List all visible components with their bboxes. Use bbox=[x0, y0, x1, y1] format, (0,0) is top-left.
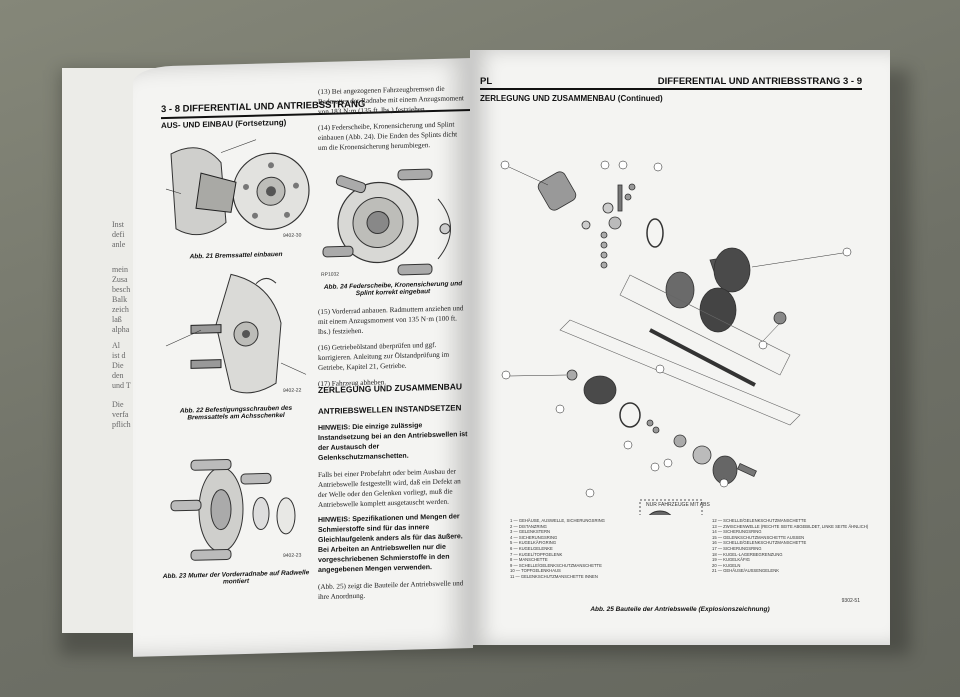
step-16: (16) Getriebeölstand überprüfen und ggf.… bbox=[318, 340, 450, 373]
figure-hub-nut bbox=[170, 458, 296, 561]
figure-caption: Abb. 21 Bremssattel einbauen bbox=[189, 250, 283, 261]
left-section-title: AUS- UND EINBAU (Fortsetzung) bbox=[161, 117, 287, 131]
note-3: HINWEIS: Spezifikationen und Mengen der … bbox=[318, 513, 463, 575]
step-14: (14) Federscheibe, Kronensicherung und S… bbox=[318, 120, 458, 153]
under-line: und T bbox=[112, 381, 131, 390]
figure-caliper-bolts bbox=[165, 273, 307, 394]
under-line: verfa bbox=[112, 410, 129, 419]
under-line: mein bbox=[112, 265, 128, 274]
legend-item: 12 — SCHELLE/GELENKSCHUTZMANSCHETTE bbox=[712, 518, 807, 523]
under-line: Zusa bbox=[112, 275, 128, 284]
note-2: Falls bei einer Probefahrt oder beim Aus… bbox=[318, 467, 461, 510]
legend-item: 10 — TOPFGELENKHAUS bbox=[510, 568, 561, 574]
figure-brake-caliper bbox=[161, 130, 311, 253]
legend-right: 12 — SCHELLE/GELENKSCHUTZMANSCHETTE 13 —… bbox=[712, 518, 882, 574]
legend-item: 21 — GEHÄUSE/AUSSENGELENK bbox=[712, 568, 780, 574]
legend-item: 6 — KUGELGELENKE bbox=[510, 545, 553, 551]
under-line: ist d bbox=[112, 351, 126, 360]
right-page-header-left: PL bbox=[480, 76, 493, 87]
figure-spring-washer bbox=[322, 168, 451, 276]
figure-caption: Abb. 24 Federscheibe, Kronensicherung un… bbox=[323, 280, 463, 298]
under-line: den bbox=[112, 371, 124, 380]
legend-item: 2 — DISTANZRING bbox=[510, 523, 547, 529]
legend-item: 5 — KUGELKÄFIGRING bbox=[510, 540, 557, 546]
under-line: Al bbox=[112, 341, 120, 350]
abs-note: NUR FAHRZEUGE MIT ABS bbox=[646, 502, 710, 508]
legend-item: 14 — SICHERUNGSRING bbox=[712, 529, 762, 535]
under-line: besch bbox=[112, 285, 131, 294]
figure-driveshaft-exploded bbox=[500, 160, 852, 515]
under-line: zeich bbox=[112, 305, 129, 314]
legend-item: 4 — SICHERUNGSRING bbox=[510, 534, 558, 540]
legend-item: 17 — SICHERUNGSRING bbox=[712, 545, 762, 551]
legend-item: 1 — GEHÄUSE, AUSWELLE, SICHERUNGSRING bbox=[510, 518, 605, 523]
legend-left: 1 — GEHÄUSE, AUSWELLE, SICHERUNGSRING 2 … bbox=[510, 518, 680, 580]
notes: HINWEIS: Die einzige zulässige Instandse… bbox=[318, 420, 468, 608]
legend-item: 8 — MANSCHETTE bbox=[510, 557, 548, 563]
legend-item: 3 — GELENKSTERN bbox=[510, 529, 551, 535]
step-15: (15) Vorderrad anbauen. Radmuttern anzie… bbox=[318, 304, 464, 337]
figure-code: 9302-51 bbox=[841, 598, 860, 604]
under-line: alpha bbox=[112, 325, 130, 334]
legend-item: 11 — GELENKSCHUTZMANSCHETTE INNEN bbox=[510, 573, 598, 579]
right-section-title: ZERLEGUNG UND ZUSAMMENBAU (Continued) bbox=[480, 94, 663, 103]
right-page-header-right: DIFFERENTIAL UND ANTRIEBSSTRANG 3 - 9 bbox=[657, 76, 862, 87]
header-rule bbox=[480, 88, 862, 90]
left-page: 3 - 8 DIFFERENTIAL UND ANTRIEBSSTRANG AU… bbox=[133, 58, 473, 657]
right-page: PL DIFFERENTIAL UND ANTRIEBSSTRANG 3 - 9… bbox=[470, 50, 890, 645]
legend-item: 13 — ZWISCHENWELLE (RECHTE SEITE ABGEBIL… bbox=[712, 523, 869, 529]
note-1: HINWEIS: Die einzige zulässige Instandse… bbox=[318, 422, 468, 463]
figure-caption: Abb. 25 Bauteile der Antriebswelle (Expl… bbox=[590, 606, 770, 613]
steps-top: (13) Bei angezogenen Fahrzeugbremsen die… bbox=[318, 83, 468, 159]
legend-item: 20 — KUGELN bbox=[712, 562, 741, 568]
sub-heading: ANTRIEBSWELLEN INSTANDSETZEN bbox=[318, 403, 462, 417]
figure-caption: Abb. 23 Mutter der Vorderradnabe auf Rad… bbox=[162, 569, 310, 586]
under-line: Inst bbox=[112, 220, 124, 229]
under-line: Balk bbox=[112, 295, 128, 304]
legend-item: 18 — KUGEL-LAGERBEGRENZUNG bbox=[712, 551, 783, 557]
under-line: anle bbox=[112, 240, 126, 249]
under-line: laß bbox=[112, 315, 122, 324]
under-line: pflich bbox=[112, 420, 131, 429]
under-line: defi bbox=[112, 230, 125, 239]
legend-item: 19 — KUGELKÄFIG bbox=[712, 557, 750, 563]
step-13: (13) Bei angezogenen Fahrzeugbremsen die… bbox=[318, 84, 464, 117]
figure-code: 9402-22 bbox=[283, 387, 302, 394]
under-line: Die bbox=[112, 400, 124, 409]
note-4: (Abb. 25) zeigt die Bauteile der Antrieb… bbox=[318, 579, 464, 602]
legend-item: 9 — SCHELLE/GELENKSCHUTZMANSCHETTE bbox=[510, 562, 602, 568]
figure-code: 9402-23 bbox=[283, 552, 302, 559]
figure-caption: Abb. 22 Befestigungsschrauben des Bremss… bbox=[179, 404, 293, 422]
legend-item: 16 — SCHELLE/GELENKSCHUTZMANSCHETTE bbox=[712, 540, 807, 546]
legend-item: 15 — GELENKSCHUTZMANSCHETTE AUSSEN bbox=[712, 534, 805, 540]
under-line: Die bbox=[112, 361, 124, 370]
figure-code: 9402-30 bbox=[283, 232, 302, 239]
figure-code: RP1032 bbox=[321, 271, 340, 278]
legend-item: 7 — KUGEL/TOPFGELENK bbox=[510, 551, 563, 557]
